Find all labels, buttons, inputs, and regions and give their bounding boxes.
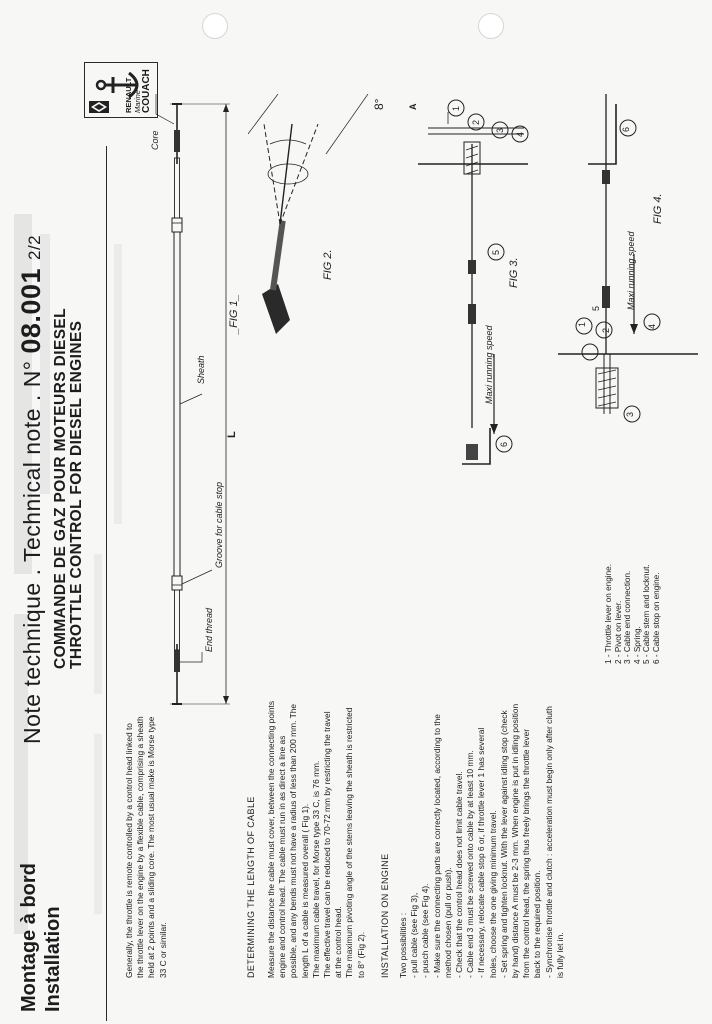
fig4-marker-2: 2 [601,327,611,333]
legend-item: 3 - Cable end connection. [623,570,633,664]
text-line: at the control head. [333,906,344,978]
text-line: The maximum cable travel, for Morse type… [310,760,321,978]
figure-2-angle [248,94,369,334]
text-line: the throttle lever on the engine by a fl… [135,716,146,978]
text-line: The maximum pivoting angle of the stems … [344,707,355,978]
intro-paragraph: Generally, the throttle is remote contro… [124,716,169,978]
section-title-fr: Montage à bord [18,863,40,1012]
text-line: is fully let in. [554,932,565,978]
fig4-speed-label: Maxi running speed [626,231,636,310]
text-line: method chosen (pull or push). [442,867,453,978]
subtitle-en: THROTTLE CONTROL FOR DIESEL ENGINES [68,320,85,669]
fig1-end-thread-label: End thread [204,607,214,652]
text-line: 33 C or similar. [157,922,168,978]
fig4-marker-5: 5 [591,305,601,311]
bleed-through [14,214,122,934]
text-line: from the control head, the spring thus f… [521,728,532,978]
legend-item: 4 - Spring. [632,626,642,664]
fig4-marker-4: 4 [647,323,657,329]
fig4-marker-3: 3 [625,411,635,417]
text-line: held at 2 points and a sliding core. The… [146,716,157,978]
fig3-marker-1: 1 [451,105,461,111]
note-title-prefix: Note technique . Technical note . N° [19,353,45,745]
fig1-core-label: Core [150,130,160,150]
fig4-marker-6: 6 [621,126,631,132]
header-rule [106,146,108,1021]
text-line: - Make sure the connecting parts are cor… [431,714,442,978]
fig2-label: FIG 2. [322,249,334,280]
text-line: Measure the distance the cable must cove… [266,700,276,978]
length-paragraph: Measure the distance the cable must cove… [266,701,367,978]
text-line: engine and control head. The cable must … [277,735,288,978]
text-line: - Synchronise throttle and clutch : acce… [543,706,554,978]
page-number: 2/2 [25,234,44,261]
text-line: The effective travel can be reduced to 7… [322,711,333,978]
text-line: - Check that the control head does not l… [454,771,465,978]
fig3-marker-6: 6 [499,441,509,447]
fig3-marker-3: 3 [495,127,505,133]
text-line: possible, and any bends must not have a … [288,703,299,978]
text-line: holes, choose the one giving minimum tra… [487,810,498,978]
fig1-label: _FIG 1_ [228,294,240,334]
text-line: - Cable end 3 must be screwed onto cable… [465,750,476,978]
text-line: length L of a cable is measured overall … [299,803,310,978]
installation-paragraph: Two possibilities : - pull cable (see Fi… [398,704,566,978]
text-line: - Set spring and tighten locknut. With t… [498,710,509,978]
fig1-groove-label: Groove for cable stop [214,481,224,568]
legend-item: 2 - Pivot on lever. [613,600,623,664]
text-line: - pull cable (see Fig 3), [409,892,420,978]
binder-hole [478,13,504,39]
note-number: 08.001 [16,268,46,354]
fig4-label: FIG 4. [652,193,664,224]
text-line: - If necessary, relocate cable stop 6 or… [476,727,487,978]
text-line: back to the required position. [532,870,543,978]
fig4-marker-1: 1 [577,321,587,327]
legend-item: 1 - Throttle lever on engine. [604,564,613,664]
text-line: Two possibilities : [398,912,408,978]
legend-item: 6 - Cable stop on engine. [651,572,661,665]
fig3-speed-label: Maxi running speed [484,325,494,404]
installation-heading: INSTALLATION ON ENGINE [380,853,390,979]
length-heading: DETERMINING THE LENGTH OF CABLE [246,796,256,978]
binder-hole [202,13,228,39]
fig3-marker-5: 5 [491,249,501,255]
section-title-en: Installation [42,906,64,1012]
fig1-length-label: L [226,431,238,438]
note-title: Note technique . Technical note . N° 08.… [16,235,47,744]
figure-3-pull-cable [418,99,529,465]
logo-text-renault: RENAULT [124,77,133,113]
fig3-label: FIG 3. [508,257,520,288]
legend-item: 5 - Cable stem and locknut. [642,564,652,664]
figure-4-push-cable [558,94,698,423]
fig3-marker-4: 4 [515,131,525,137]
fig3-marker-2: 2 [471,119,481,125]
text-line: to 8° (Fig 2). [355,931,366,978]
figure-1-cable [155,94,230,705]
logo-graphic [89,71,139,113]
text-line: - pusch cable (see Fig 4). [420,883,431,979]
fig3-markers [447,99,529,453]
fig2-angle-label: 8° [372,98,386,110]
fig3-dim-a: A [408,103,418,111]
legend-list: 1 - Throttle lever on engine. 2 - Pivot … [604,564,662,664]
fig1-sheath-label: Sheath [196,355,206,384]
text-line: Generally, the throttle is remote contro… [124,723,134,978]
text-line: by hand) distance A must be 2-3 mm. When… [510,703,521,978]
renault-couach-logo: RENAULT Marine COUACH [84,62,158,118]
